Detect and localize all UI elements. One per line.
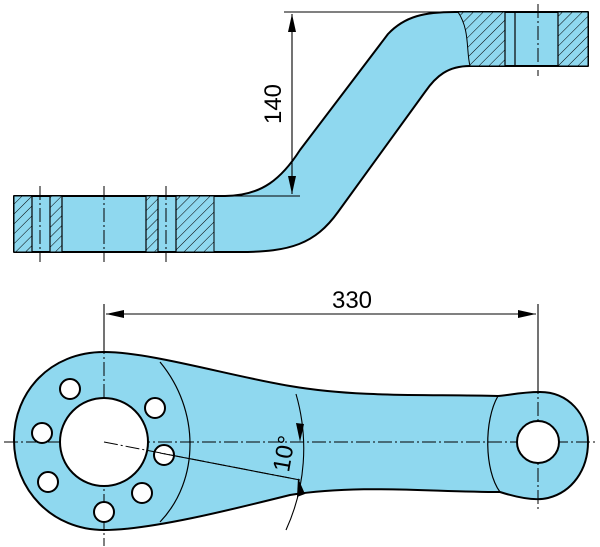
eye-bore [516, 420, 560, 464]
plan-view: 330 10° [4, 287, 598, 546]
bolt-hole [131, 482, 153, 504]
bolt-hole [153, 444, 175, 466]
bolt-hole [93, 501, 115, 523]
section-hatch [557, 11, 589, 67]
angle-10-label: 10° [268, 433, 301, 473]
section-hatch [175, 195, 215, 253]
section-hatch [49, 195, 63, 253]
bolt-hole [31, 422, 53, 444]
side-view: 140 [13, 4, 589, 262]
dimension-330-label: 330 [332, 287, 372, 314]
bolt-hole [37, 471, 59, 493]
bolt-hole [144, 397, 166, 419]
section-hatch [145, 195, 159, 253]
section-hatch [457, 11, 506, 67]
bolt-hole [59, 378, 81, 400]
dimension-140-label: 140 [260, 84, 287, 124]
section-hatch [13, 195, 33, 253]
